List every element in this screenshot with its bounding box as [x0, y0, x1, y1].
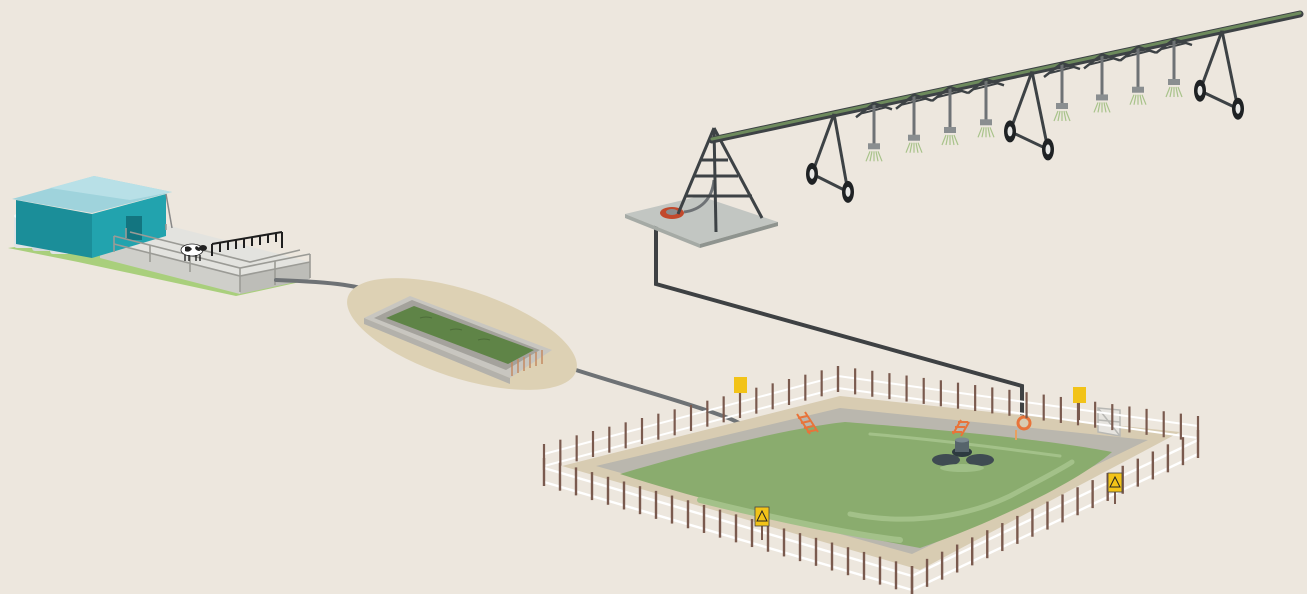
warning-sign-back-right [1073, 387, 1086, 420]
sprinkler-drop [896, 95, 932, 153]
sprinkler-drop [1084, 54, 1120, 112]
warning-sign-back-left [734, 377, 747, 412]
sprinkler-drop [1120, 47, 1156, 105]
pivot-span-pipe-highlight [712, 13, 1300, 139]
settling-pond [334, 255, 589, 413]
wheel-tower [806, 114, 854, 203]
shed-door [126, 216, 142, 240]
sprinkler-drop [1156, 39, 1192, 97]
sprinkler-drop [1044, 63, 1080, 121]
wheel-tower [1194, 31, 1244, 120]
sprinkler-drop [968, 79, 1004, 137]
wheel-tower [1004, 71, 1054, 160]
sprinkler-drop [856, 103, 892, 161]
warning-triangle-icon-right [1108, 473, 1122, 504]
pivot-truss-drops [856, 39, 1192, 161]
pivot-wheel-towers [806, 31, 1244, 203]
sprinkler-drop [932, 87, 968, 145]
dairy-shed [8, 176, 310, 296]
centre-pivot-irrigator [625, 13, 1300, 248]
